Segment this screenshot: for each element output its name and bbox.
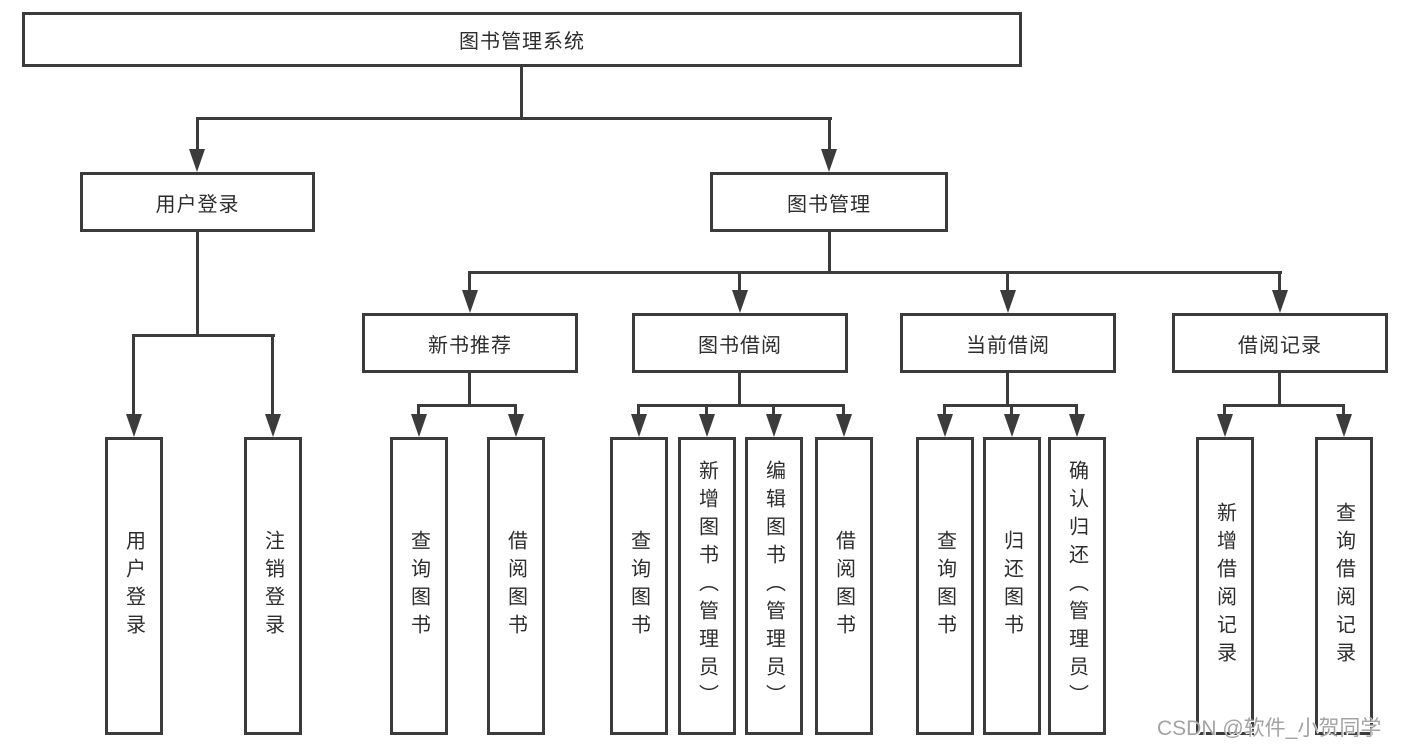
leaf-borrow-books-recommend: 借阅图书 (487, 437, 545, 735)
connector-vline (196, 117, 199, 153)
node-current-borrowing: 当前借阅 (900, 313, 1116, 373)
leaf-user-login: 用户登录 (105, 437, 163, 735)
arrow-down-icon (1336, 414, 1352, 437)
arrow-down-icon (1000, 290, 1016, 313)
connector-vline (1010, 404, 1013, 417)
leaf-query-books-recommend: 查询图书 (390, 437, 448, 735)
connector-vline (1006, 271, 1009, 292)
arrow-down-icon (732, 290, 748, 313)
connector-hline (637, 404, 845, 407)
connector-vline (705, 404, 708, 417)
leaf-return-books: 归还图书 (983, 437, 1041, 735)
arrow-down-icon (821, 149, 837, 172)
arrow-down-icon (1004, 414, 1020, 437)
connector-hline (132, 334, 275, 337)
connector-vline (637, 404, 640, 417)
leaf-query-books-current: 查询图书 (916, 437, 974, 735)
arrow-down-icon (1069, 414, 1085, 437)
arrow-down-icon (766, 414, 782, 437)
arrow-down-icon (411, 414, 427, 437)
node-book-management: 图书管理 (710, 172, 948, 232)
leaf-add-borrow-record: 新增借阅记录 (1196, 437, 1254, 735)
connector-vline (1342, 404, 1345, 417)
arrow-down-icon (699, 414, 715, 437)
connector-vline (943, 404, 946, 417)
leaf-edit-books-admin: 编辑图书（管理员） (745, 437, 803, 735)
connector-vline (1223, 404, 1226, 417)
connector-vline (468, 271, 471, 292)
arrow-down-icon (937, 414, 953, 437)
arrow-down-icon (462, 290, 478, 313)
connector-hline (1223, 404, 1345, 407)
connector-vline (1278, 373, 1281, 406)
node-new-book-recommendation: 新书推荐 (362, 313, 578, 373)
connector-vline (1278, 271, 1281, 292)
connector-hline (196, 117, 832, 120)
connector-vline (772, 404, 775, 417)
connector-vline (738, 271, 741, 292)
connector-vline (828, 232, 831, 273)
leaf-confirm-return-admin: 确认归还（管理员） (1048, 437, 1106, 735)
leaf-add-books-admin: 新增图书（管理员） (678, 437, 736, 735)
connector-vline (1075, 404, 1078, 417)
connector-vline (196, 232, 199, 336)
connector-vline (132, 334, 135, 417)
connector-vline (520, 67, 523, 119)
connector-hline (417, 404, 517, 407)
connector-vline (271, 334, 274, 417)
leaf-query-books-borrowing: 查询图书 (610, 437, 668, 735)
arrow-down-icon (1217, 414, 1233, 437)
arrow-down-icon (126, 414, 142, 437)
arrow-down-icon (836, 414, 852, 437)
leaf-borrow-books: 借阅图书 (815, 437, 873, 735)
node-borrowing-records: 借阅记录 (1172, 313, 1388, 373)
connector-vline (514, 404, 517, 417)
arrow-down-icon (189, 149, 205, 172)
node-user-login: 用户登录 (80, 172, 315, 232)
csdn-watermark: CSDN @软件_小贺同学 (1157, 717, 1382, 740)
connector-vline (738, 373, 741, 406)
connector-vline (828, 117, 831, 153)
connector-vline (842, 404, 845, 417)
arrow-down-icon (508, 414, 524, 437)
connector-vline (417, 404, 420, 417)
leaf-query-borrow-record: 查询借阅记录 (1315, 437, 1373, 735)
node-library-management-system: 图书管理系统 (22, 12, 1022, 67)
arrow-down-icon (1272, 290, 1288, 313)
connector-vline (468, 373, 471, 406)
arrow-down-icon (265, 414, 281, 437)
connector-hline (468, 271, 1282, 274)
leaf-logout: 注销登录 (244, 437, 302, 735)
connector-vline (1006, 373, 1009, 406)
node-book-borrowing: 图书借阅 (632, 313, 848, 373)
arrow-down-icon (631, 414, 647, 437)
